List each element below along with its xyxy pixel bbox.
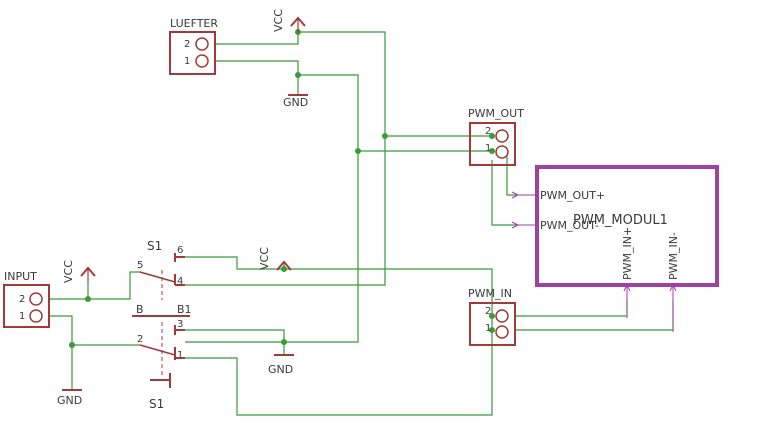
vcc-top-label: VCC xyxy=(272,9,285,32)
vcc-mid-label: VCC xyxy=(258,247,271,270)
wire-pwmout-modplus xyxy=(506,155,515,196)
wire-luefter-vcc xyxy=(185,31,386,286)
connector-pwm-in: PWM_IN 2 1 xyxy=(468,287,516,346)
junction-dot xyxy=(489,327,495,333)
wire-gnd-bus xyxy=(185,74,359,343)
switch-pin-1: 1 xyxy=(177,350,183,361)
switch-pin-4: 4 xyxy=(177,276,183,287)
junction-dot xyxy=(281,339,287,345)
switch-s1-top-label: S1 xyxy=(147,239,162,253)
connector-luefter: LUEFTER 2 1 xyxy=(169,17,218,75)
junction-dot xyxy=(355,148,361,154)
input-label: INPUT xyxy=(4,270,37,283)
wire-pwmin-2 xyxy=(515,300,628,317)
pwm-module-pin-in-plus: PWM_IN+ xyxy=(621,227,634,280)
junction-dot xyxy=(489,148,495,154)
gnd-input-label: GND xyxy=(57,394,82,407)
switch-pin-3: 3 xyxy=(177,319,183,330)
gnd-symbol-input: GND xyxy=(57,389,82,407)
luefter-pin-2: 2 xyxy=(184,39,190,50)
input-pin-2: 2 xyxy=(19,294,25,305)
wire-switch-3-gnd xyxy=(185,329,285,355)
junctions xyxy=(69,29,495,348)
pwm-module: PWM_MODUL1 PWM_OUT+ PWM_OUT- PWM_IN+ PWM… xyxy=(511,165,719,332)
switch-section-label: B1 xyxy=(177,303,192,316)
junction-dot xyxy=(382,133,388,139)
pwm-in-label: PWM_IN xyxy=(468,287,512,300)
switch-section: B xyxy=(136,303,144,316)
vcc-symbol-input: VCC xyxy=(62,260,96,283)
connector-input: INPUT 2 1 xyxy=(3,270,50,328)
switch-pin-5: 5 xyxy=(137,260,143,271)
switch-s1-bottom-label: S1 xyxy=(149,397,164,411)
wire-pwmout-modminus xyxy=(491,160,515,226)
input-pin-1: 1 xyxy=(19,311,25,322)
pwm-in-pin-2: 2 xyxy=(485,306,491,317)
luefter-pin-1: 1 xyxy=(184,56,190,67)
wire-pwmin-1 xyxy=(515,300,674,331)
switch-s1: S1 6 5 4 B B1 3 2 1 S1 xyxy=(132,239,192,411)
pwm-module-pin-in-minus: PWM_IN- xyxy=(667,232,680,280)
pwm-in-pin-1: 1 xyxy=(485,323,491,334)
wire-input-1 xyxy=(48,315,73,390)
gnd-mid-label: GND xyxy=(268,363,293,376)
switch-pin-2: 2 xyxy=(137,334,143,345)
gnd-symbol-mid: GND xyxy=(268,354,294,376)
junction-dot xyxy=(69,342,75,348)
vcc-symbol-top: VCC xyxy=(272,9,306,32)
pwm-out-pin-2: 2 xyxy=(485,126,491,137)
pwm-out-pin-1: 1 xyxy=(485,143,491,154)
gnd-top-label: GND xyxy=(283,96,308,109)
gnd-symbol-top: GND xyxy=(283,94,308,109)
junction-dot xyxy=(281,266,287,272)
luefter-label: LUEFTER xyxy=(170,17,218,30)
junction-dot xyxy=(295,72,301,78)
junction-dot xyxy=(489,313,495,319)
switch-pin-6: 6 xyxy=(177,245,183,256)
junction-dot xyxy=(85,296,91,302)
junction-dot xyxy=(489,133,495,139)
connector-pwm-out: PWM_OUT 2 1 xyxy=(468,107,524,166)
pwm-module-pin-out-plus: PWM_OUT+ xyxy=(540,189,605,202)
vcc-input-label: VCC xyxy=(62,260,75,283)
wire-switch-vcc xyxy=(185,256,493,416)
pwm-module-name: PWM_MODUL1 xyxy=(573,213,668,228)
pwm-out-label: PWM_OUT xyxy=(468,107,524,120)
pwm-module-pin-out-minus: PWM_OUT- xyxy=(540,219,599,232)
wire-luefter-gnd xyxy=(215,60,299,95)
vcc-symbol-mid: VCC xyxy=(258,247,292,271)
wires xyxy=(48,31,674,416)
